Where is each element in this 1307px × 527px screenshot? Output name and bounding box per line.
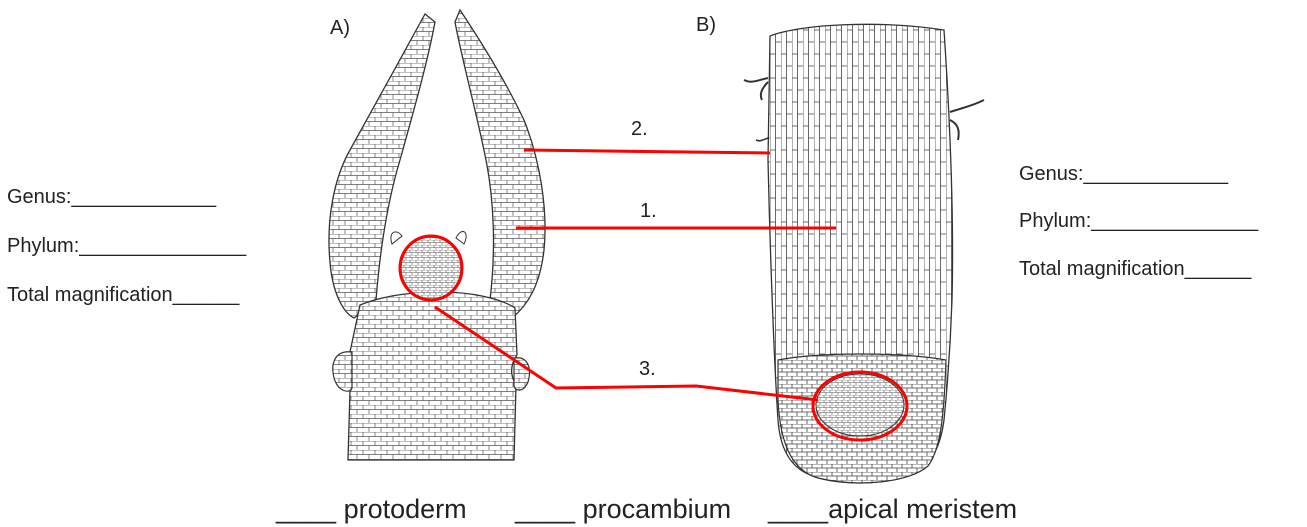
root-tip-drawing (744, 24, 984, 483)
left-axillary-bud (333, 352, 352, 391)
answer-procambium: ____ procambium (515, 494, 731, 525)
root-hair-small (756, 138, 768, 141)
root-hair-right-2 (950, 120, 959, 140)
right-small-bump (456, 231, 466, 244)
left-magnification-field: Total magnification______ (7, 284, 239, 307)
root-hair-right (950, 100, 984, 112)
callout-number-1: 1. (640, 200, 657, 223)
root-hair-left-2 (761, 82, 768, 100)
right-magnification-field: Total magnification______ (1019, 258, 1251, 281)
root-apical-meristem (816, 374, 904, 436)
left-phylum-field: Phylum:_______________ (7, 235, 246, 258)
callout-number-3: 3. (639, 358, 656, 381)
right-leaf-primordium (455, 10, 545, 318)
panel-b-label: B) (696, 14, 716, 37)
panel-a-label: A) (330, 17, 350, 40)
stem-body (342, 292, 517, 460)
left-small-bump (391, 232, 402, 244)
callout-line-2 (524, 150, 770, 153)
left-genus-field: Genus:_____________ (7, 186, 216, 209)
callout-number-2: 2. (631, 118, 648, 141)
answer-apical-meristem: ____apical meristem (768, 494, 1017, 525)
answer-protoderm: ____ protoderm (276, 494, 467, 525)
root-hair-left (744, 78, 768, 82)
shoot-apex-drawing (329, 10, 545, 460)
right-genus-field: Genus:_____________ (1019, 163, 1228, 186)
right-phylum-field: Phylum:_______________ (1019, 210, 1258, 233)
